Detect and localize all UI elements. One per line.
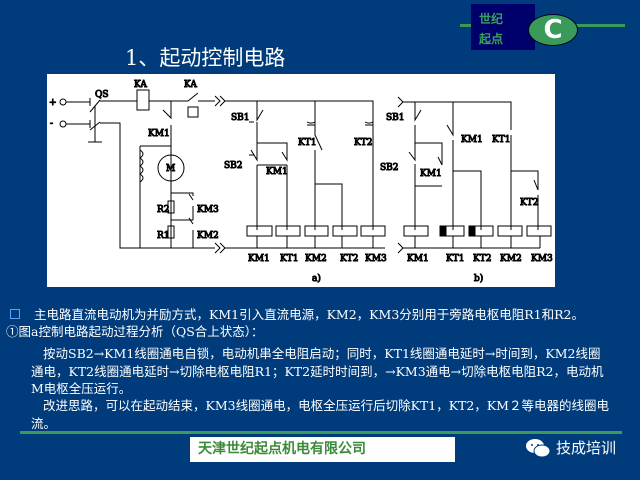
qs-label: QS xyxy=(95,90,109,100)
kt1-b-label: KT1 xyxy=(492,135,510,145)
coil-label: KT1 xyxy=(280,254,298,264)
caption-b: b) xyxy=(474,273,483,284)
paragraph-1: 主电路直流电动机为并励方式，KM1引入直流电源，KM2，KM3分别用于旁路电枢电… xyxy=(8,306,628,324)
sb1-b-label: SB1 xyxy=(386,113,405,123)
minus-label: - xyxy=(50,119,53,129)
wechat-account: 技成培训 xyxy=(525,437,616,458)
logo-text-1: 世纪 xyxy=(479,12,504,26)
ka1-label: KA xyxy=(134,80,147,90)
sb2-b-label: SB2 xyxy=(380,163,399,173)
circuit-diagram: + - QS KA KA KM1 M R2 R1 KM3 KM2 SB1 SB2… xyxy=(47,74,555,287)
bullet-icon xyxy=(10,309,20,319)
sb1-a-label: SB1 xyxy=(231,113,250,123)
kt2-a-label: KT2 xyxy=(354,138,372,148)
coil-label: KM2 xyxy=(500,254,522,264)
company-logo: 世纪 起点 xyxy=(471,4,535,50)
km2-main-label: KM2 xyxy=(197,231,219,241)
slide-title: 1、起动控制电路 xyxy=(125,46,286,70)
sb2-a-label: SB2 xyxy=(224,161,243,171)
coil-label: KM3 xyxy=(531,254,553,264)
coil-label: KT2 xyxy=(473,254,491,264)
kt1-a-label: KT1 xyxy=(298,138,316,148)
paragraph-3: 按动SB2→KM1线圈通电自锁，电动机串全电阻启动；同时，KT1线圈通电延时→时… xyxy=(31,346,604,396)
coil-label: KT2 xyxy=(340,254,358,264)
footer-rule xyxy=(20,431,622,434)
p1-text: 主电路直流电动机为并励方式，KM1引入直流电源，KM2，KM3分别用于旁路电枢电… xyxy=(34,307,585,322)
km1-b-label: KM1 xyxy=(461,135,483,145)
r2-label: R2 xyxy=(157,205,170,215)
kt2-b-label: KT2 xyxy=(520,198,538,208)
coil-label: KM3 xyxy=(365,254,387,264)
coils-b xyxy=(397,225,552,254)
paragraph-2: ①图a控制电路起动过程分析（QS合上状态）： xyxy=(6,324,264,339)
wechat-name: 技成培训 xyxy=(556,439,617,457)
ka2-label: KA xyxy=(184,80,197,90)
coils-a xyxy=(246,225,386,248)
coil-label: KM2 xyxy=(305,254,327,264)
caption-a: a) xyxy=(312,273,321,284)
km1-aux-a-label: KM1 xyxy=(266,167,288,177)
motor-label: M xyxy=(166,164,175,174)
wechat-icon xyxy=(526,438,551,457)
paragraph-4: 改进思路，可以在起动结束，KM3线圈通电，电枢全压运行后切除KT1，KT2，KM… xyxy=(31,398,609,431)
km1-main-label: KM1 xyxy=(148,129,170,139)
plus-label: + xyxy=(49,98,57,108)
coil-label: KT1 xyxy=(446,254,464,264)
km1-aux-b-label: KM1 xyxy=(420,169,442,179)
coil-label: KM1 xyxy=(407,254,429,264)
circuit-svg: + - QS KA KA KM1 M R2 R1 KM3 KM2 SB1 SB2… xyxy=(49,80,554,285)
coil-label: KM1 xyxy=(248,254,270,264)
logo-badge: C xyxy=(528,14,578,46)
logo-text-2: 起点 xyxy=(479,32,504,46)
company-name: 天津世纪起点机电有限公司 xyxy=(190,437,455,462)
r1-label: R1 xyxy=(157,231,170,241)
km3-main-label: KM3 xyxy=(197,205,219,215)
